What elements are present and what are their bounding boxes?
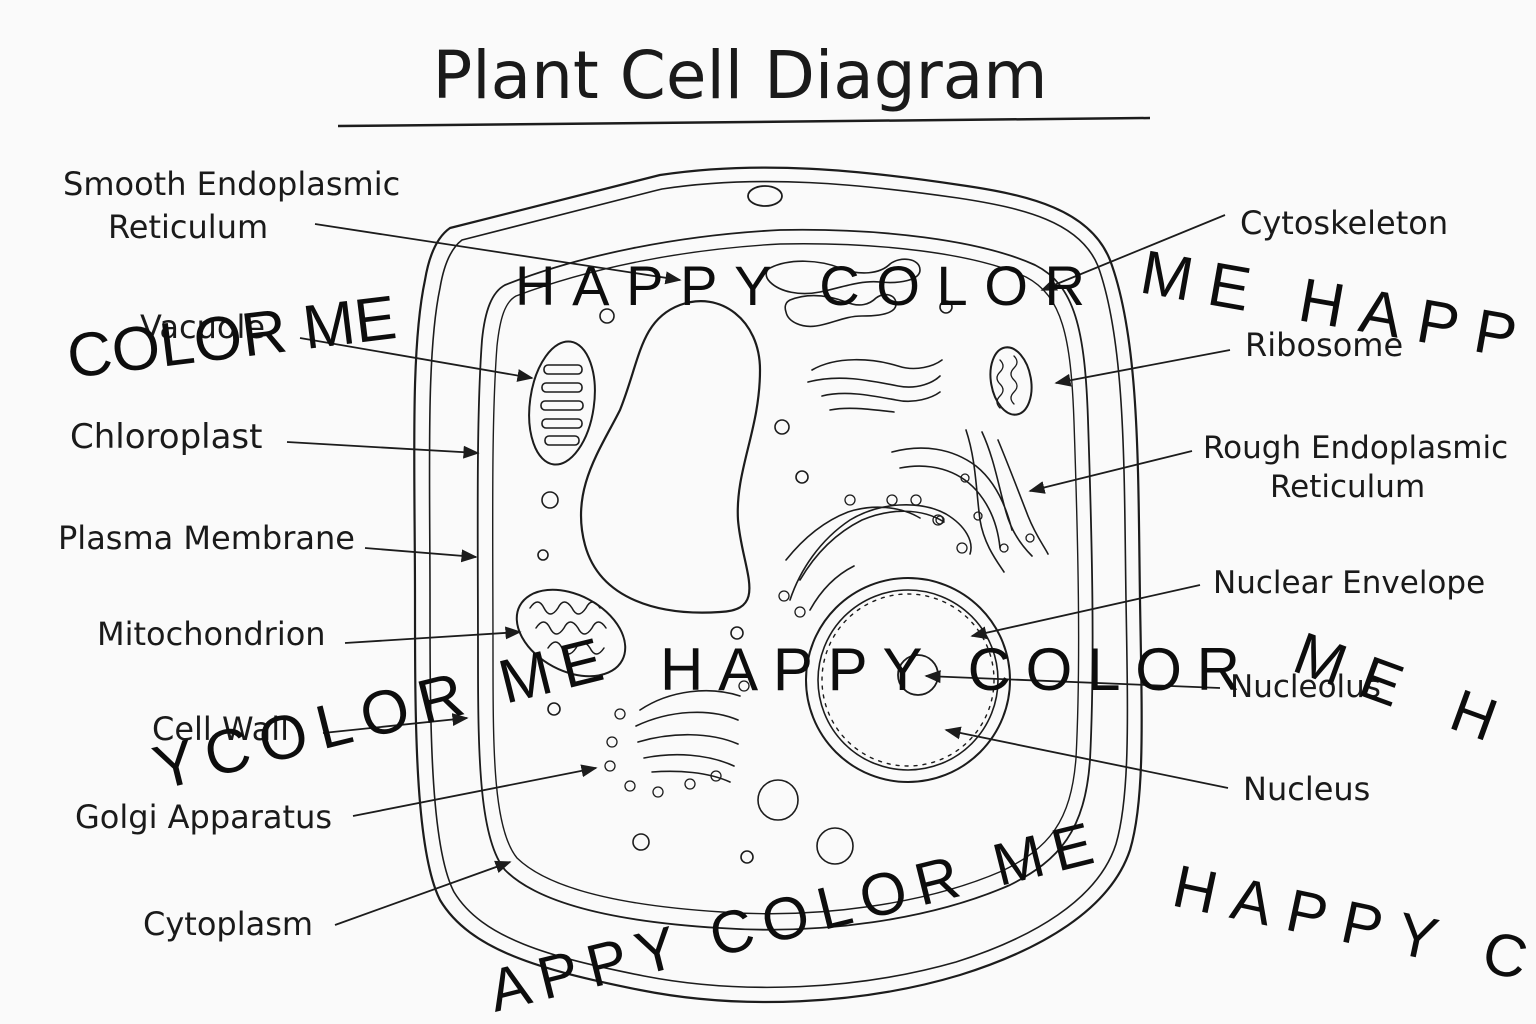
label-golgi: Golgi Apparatus <box>75 798 332 836</box>
label-rough-er-line2: Reticulum <box>1270 469 1425 505</box>
label-smooth-er-line2: Reticulum <box>108 208 268 246</box>
wall-pore <box>747 185 783 207</box>
label-cytoplasm: Cytoplasm <box>143 905 313 943</box>
smooth-er-shape <box>765 258 943 413</box>
diagram-title: Plant Cell Diagram <box>433 37 1048 114</box>
label-cell-wall: Cell Wall <box>152 710 289 748</box>
watermark-row3-left: APPY COLOR ME <box>482 810 1100 1024</box>
watermark-row1-left: COLOR ME <box>63 283 400 392</box>
mitochondrion-small <box>989 346 1033 416</box>
label-vacuole: Vacuole <box>140 308 265 346</box>
watermark-row3-right: HAPPY C <box>1167 852 1533 992</box>
vesicles <box>537 300 953 865</box>
rough-er-cluster <box>778 494 972 618</box>
golgi-shape <box>604 680 750 798</box>
title-underline <box>337 116 1151 128</box>
watermark-row2-mid: HAPPY COLOR <box>660 636 1240 703</box>
vacuole-shape <box>579 300 762 614</box>
chloroplast-shape <box>528 340 596 466</box>
nucleus-shape <box>805 577 1011 783</box>
leader-lines <box>286 214 1231 926</box>
watermark-row1-mid: HAPPY COLOR <box>515 254 1085 317</box>
label-cytoskeleton: Cytoskeleton <box>1240 204 1448 242</box>
watermark-row2-right: ME H <box>1286 619 1506 754</box>
label-smooth-er-line1: Smooth Endoplasmic <box>63 165 400 203</box>
label-nuclear-envelope: Nuclear Envelope <box>1213 565 1485 601</box>
plasma-membrane <box>476 228 1094 931</box>
label-nucleus: Nucleus <box>1243 770 1370 808</box>
label-mitochondrion: Mitochondrion <box>97 615 326 653</box>
label-rough-er-line1: Rough Endoplasmic <box>1203 430 1508 466</box>
cell-wall <box>413 166 1143 1004</box>
label-plasma-membrane: Plasma Membrane <box>58 519 355 557</box>
label-chloroplast: Chloroplast <box>70 417 262 457</box>
mitochondrion-shape <box>515 588 627 678</box>
label-ribosome: Ribosome <box>1245 326 1403 364</box>
label-nucleolus: Nucleolus <box>1230 669 1381 705</box>
